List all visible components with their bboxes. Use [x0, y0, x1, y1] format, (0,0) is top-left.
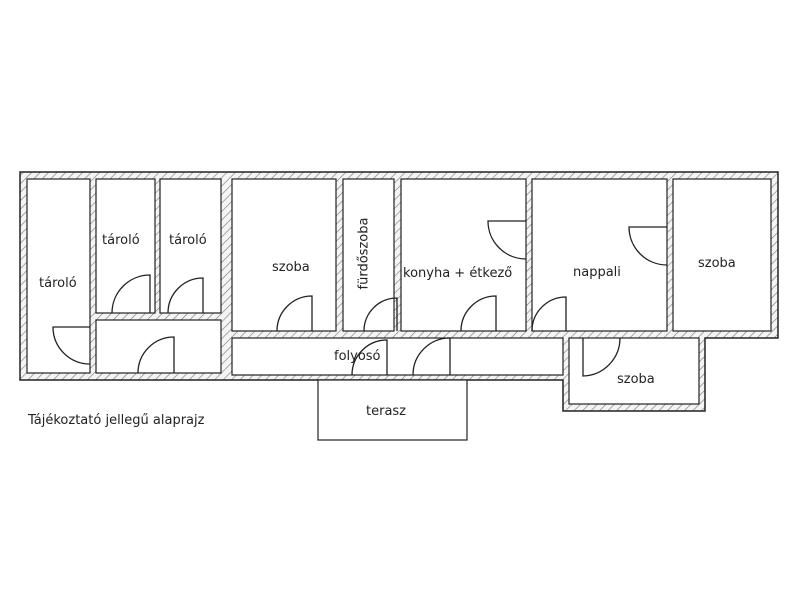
plan-caption: Tájékoztató jellegű alaprajz [28, 413, 205, 428]
label-szoba-1: szoba [272, 260, 310, 275]
door-icon [111, 274, 151, 314]
room-kitchen [400, 178, 527, 332]
room-bathroom [342, 178, 395, 332]
room-corridor [231, 337, 564, 376]
door-icon [351, 339, 388, 376]
room-szoba-right [672, 178, 772, 332]
room-living [531, 178, 668, 332]
label-storage-mid2: tároló [169, 233, 207, 248]
room-storage-left [26, 178, 91, 374]
doors [52, 220, 668, 377]
label-storage-mid1: tároló [102, 233, 140, 248]
door-icon [412, 337, 451, 376]
room-szoba-bottom [568, 337, 700, 405]
room-terrace [317, 379, 468, 441]
label-szoba-bottom: szoba [617, 372, 655, 387]
label-kitchen: konyha + étkező [403, 266, 513, 281]
door-icon [167, 277, 204, 314]
label-storage-left: tároló [39, 276, 77, 291]
label-szoba-right: szoba [698, 256, 736, 271]
door-icon [628, 226, 668, 266]
door-icon [531, 296, 567, 332]
door-icon [460, 295, 497, 332]
door-icon [582, 337, 621, 377]
room-storage-mid2 [159, 178, 222, 314]
door-icon [363, 297, 398, 332]
room-lower-hall [95, 319, 222, 374]
door-icon [276, 295, 313, 332]
label-bathroom: fürdőszoba [356, 217, 372, 290]
door-icon [52, 326, 91, 365]
label-corridor: folyosó [334, 349, 381, 364]
room-szoba-1 [231, 178, 337, 332]
door-icon [487, 220, 527, 260]
label-living: nappali [573, 265, 621, 280]
label-terrace: terasz [366, 404, 407, 419]
room-storage-mid1 [95, 178, 156, 314]
door-icon [137, 336, 175, 374]
